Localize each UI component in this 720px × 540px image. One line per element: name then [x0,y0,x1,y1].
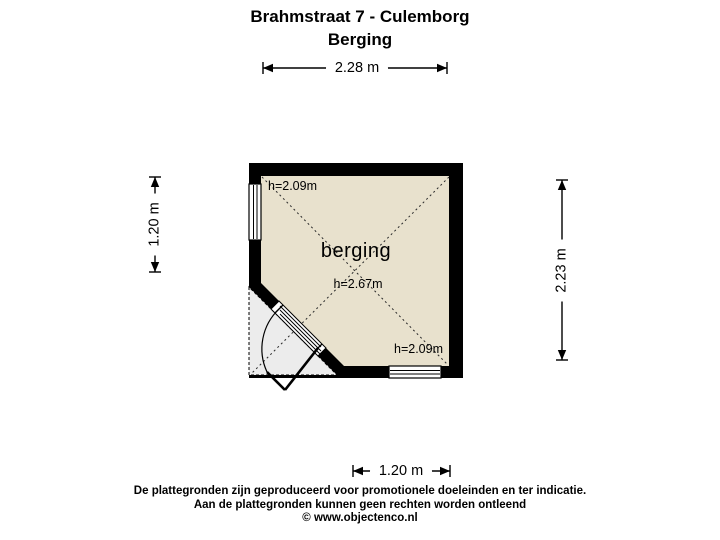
header: Brahmstraat 7 - Culemborg Berging [0,5,720,51]
height-label-bottom-right: h=2.09m [394,342,443,356]
page-title: Brahmstraat 7 - Culemborg [250,7,470,26]
door-leaf [266,347,320,391]
diagonal-cross-lines [250,176,450,375]
room-name: berging [320,240,392,262]
dim-label-right: 2.23 m [551,239,573,301]
footer-disclaimer: De plattegronden zijn geproduceerd voor … [0,485,720,526]
door-swing-arc [261,308,280,373]
dim-label-top: 2.28 m [326,57,388,79]
dim-label-bottom: 1.20 m [370,460,432,482]
disclaimer-line-2: Aan de plattegronden kunnen geen rechten… [193,498,527,511]
dim-label-left: 1.20 m [144,193,166,256]
copyright-line: © www.objectenco.nl [302,512,418,524]
ceiling-height-label: h=2.67m [333,277,383,291]
page-subtitle: Berging [327,30,393,49]
left-window [248,183,262,241]
disclaimer-line-1: De plattegronden zijn geproduceerd voor … [133,485,587,497]
bottom-window [388,365,442,379]
height-label-top-left: h=2.09m [268,179,317,193]
corner-door [261,300,327,391]
